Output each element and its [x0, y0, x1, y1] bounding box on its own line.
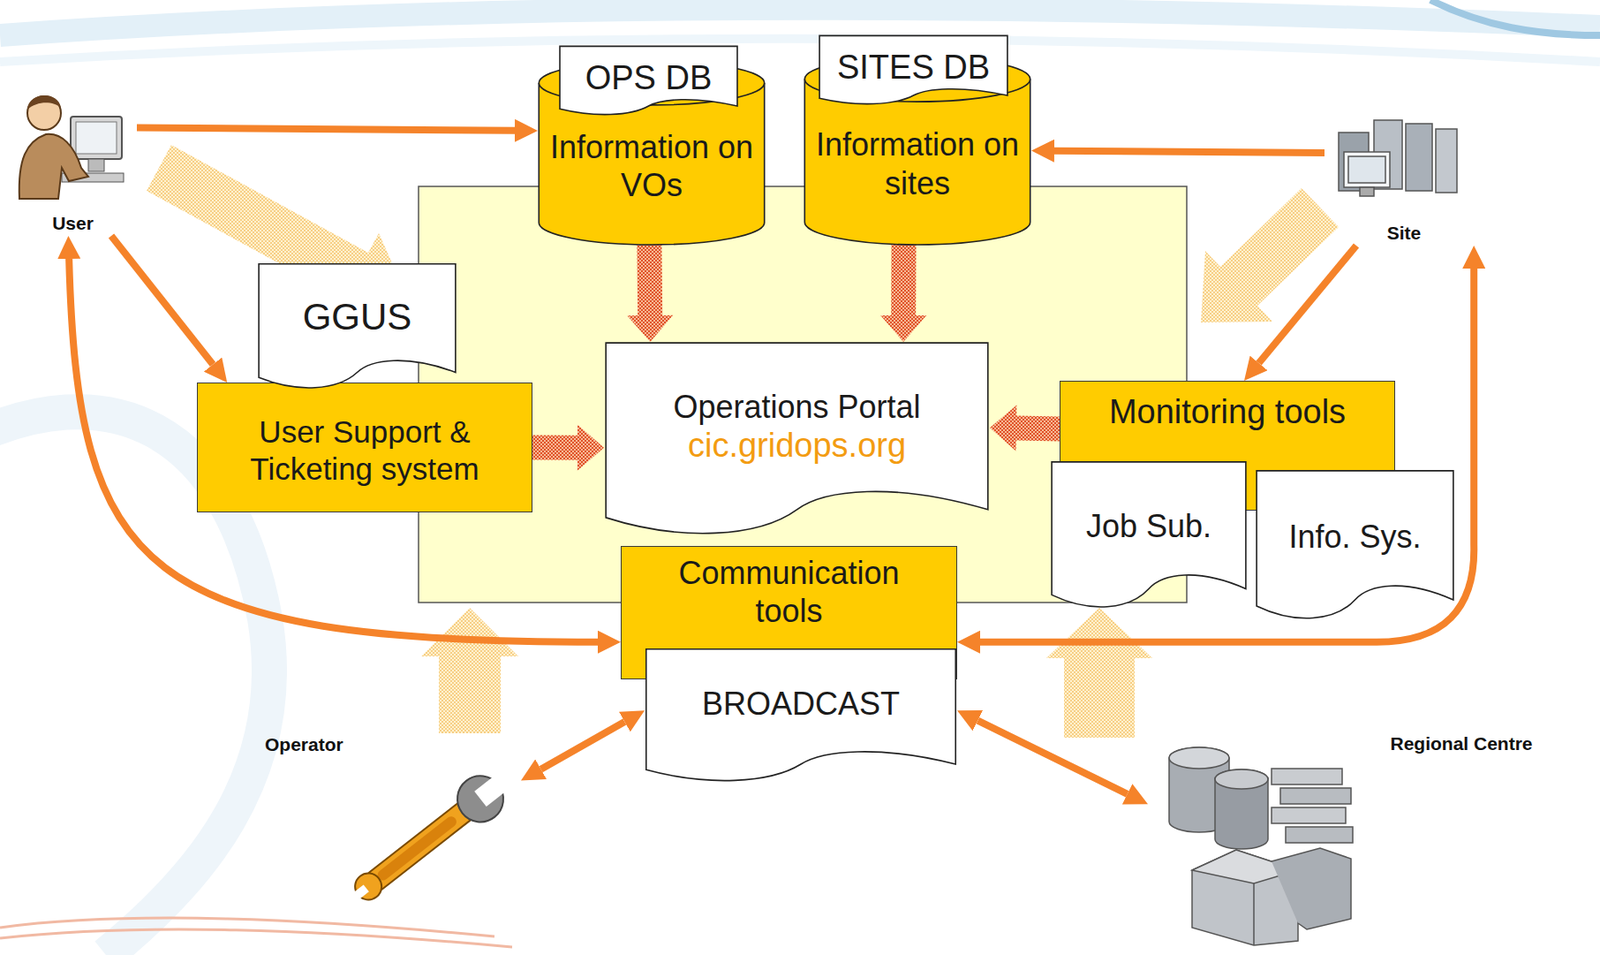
user-icon-part [19, 134, 89, 199]
connector-arrow [541, 721, 626, 770]
outline-path [605, 342, 989, 534]
outline-path [538, 60, 764, 245]
site-icon [1338, 120, 1457, 197]
operator-actor: Operator [264, 728, 521, 901]
process-box: User Support & Ticketing system [196, 382, 533, 513]
regional-centre-icon-part [1215, 769, 1268, 849]
outline-path [1051, 461, 1246, 607]
tool-name-doc: GGUS [257, 263, 457, 393]
wrench-icon-part [448, 766, 514, 831]
node-text: User Support & Ticketing system [208, 413, 521, 488]
node-text: Information on VOs [548, 128, 755, 204]
connector-arrow [111, 235, 213, 365]
decor-lines-part [0, 917, 495, 936]
node-text: BROADCAST [701, 684, 900, 723]
user-icon-part [75, 121, 117, 154]
data-flow-arrow [532, 424, 604, 471]
node-text: Info. Sys. [1288, 517, 1421, 556]
node-text: Communication tools [661, 553, 918, 630]
wrench-icon-part [375, 814, 459, 883]
decor-lines-part [1430, 0, 1600, 36]
decor-lines-part [0, 928, 513, 947]
actor-label: Operator [264, 733, 344, 755]
connector-arrow [1259, 245, 1357, 363]
site-icon-part [1405, 123, 1433, 191]
data-flow-arrow [880, 244, 927, 342]
decor-lines-part [0, 38, 1600, 62]
connector-arrow [977, 720, 1127, 794]
actor-label: User [8, 212, 137, 234]
tool-name-doc: BROADCAST [644, 648, 958, 786]
regional-centre-icon-part [1271, 847, 1351, 929]
outline-path [258, 264, 456, 388]
site-icon-part [1359, 187, 1374, 197]
node-text: Information on sites [814, 125, 1021, 202]
actor-label: Regional Centre [1364, 732, 1559, 755]
regional-centre-icon-part [1271, 768, 1343, 785]
user-icon-part [70, 116, 122, 159]
node-text: Monitoring tools [1109, 392, 1346, 433]
wrench-icon-part [354, 883, 370, 899]
data-flow-arrow [626, 244, 673, 342]
outline-path [1256, 470, 1454, 619]
data-flow-arrow [989, 405, 1060, 452]
node-text: SITES DB [837, 47, 990, 89]
node-text: GGUS [302, 294, 413, 340]
big-flow-arrows-part [1200, 188, 1339, 323]
user-icon [19, 95, 124, 199]
site-icon-part [1343, 151, 1390, 188]
wrench-icon-part [474, 772, 510, 807]
regional-centre-actor: Regional Centre [1147, 724, 1594, 952]
node-text: OPS DB [585, 58, 713, 99]
outline-path [646, 649, 956, 781]
tool-name-doc: Job Sub. [1050, 460, 1247, 613]
tool-name-doc: Info. Sys. [1255, 469, 1455, 625]
portal-doc: Operations Portalcic.gridops.org [603, 341, 990, 542]
node-text: Operations Portal [672, 387, 921, 426]
wrench-icon-part [349, 867, 387, 905]
outline-path [804, 56, 1030, 245]
wrench-icon [342, 762, 519, 914]
regional-centre-icon [1169, 747, 1353, 945]
node-text: Job Sub. [1086, 506, 1212, 545]
regional-centre-icon-part [1285, 826, 1353, 843]
connector-arrow [1054, 150, 1325, 153]
user-icon-part [27, 95, 61, 110]
regional-centre-icon-part [1169, 747, 1230, 769]
regional-centre-icon-part [1252, 883, 1255, 945]
site-actor: Site [1324, 113, 1484, 246]
regional-centre-icon-part [1280, 787, 1351, 804]
connector-arrow [68, 258, 598, 642]
regional-centre-icon-part [1271, 807, 1346, 823]
big-flow-arrows-part [421, 607, 519, 733]
actor-label: Site [1324, 222, 1484, 244]
user-icon-part [88, 158, 105, 172]
regional-centre-icon-part [1215, 769, 1268, 789]
outline-path [538, 83, 764, 106]
user-actor: User [8, 81, 137, 236]
connector-arrow [980, 268, 1474, 642]
big-flow-arrows-part [1046, 607, 1153, 738]
site-icon-part [1348, 156, 1386, 183]
db-label-doc: SITES DB [818, 35, 1009, 107]
site-icon-part [1435, 128, 1457, 193]
node-text: cic.gridops.org [687, 425, 906, 467]
connector-arrow [136, 128, 515, 131]
decor-lines-part [0, 8, 1600, 36]
db-label-doc: OPS DB [558, 45, 739, 118]
outline-path [804, 79, 1030, 103]
